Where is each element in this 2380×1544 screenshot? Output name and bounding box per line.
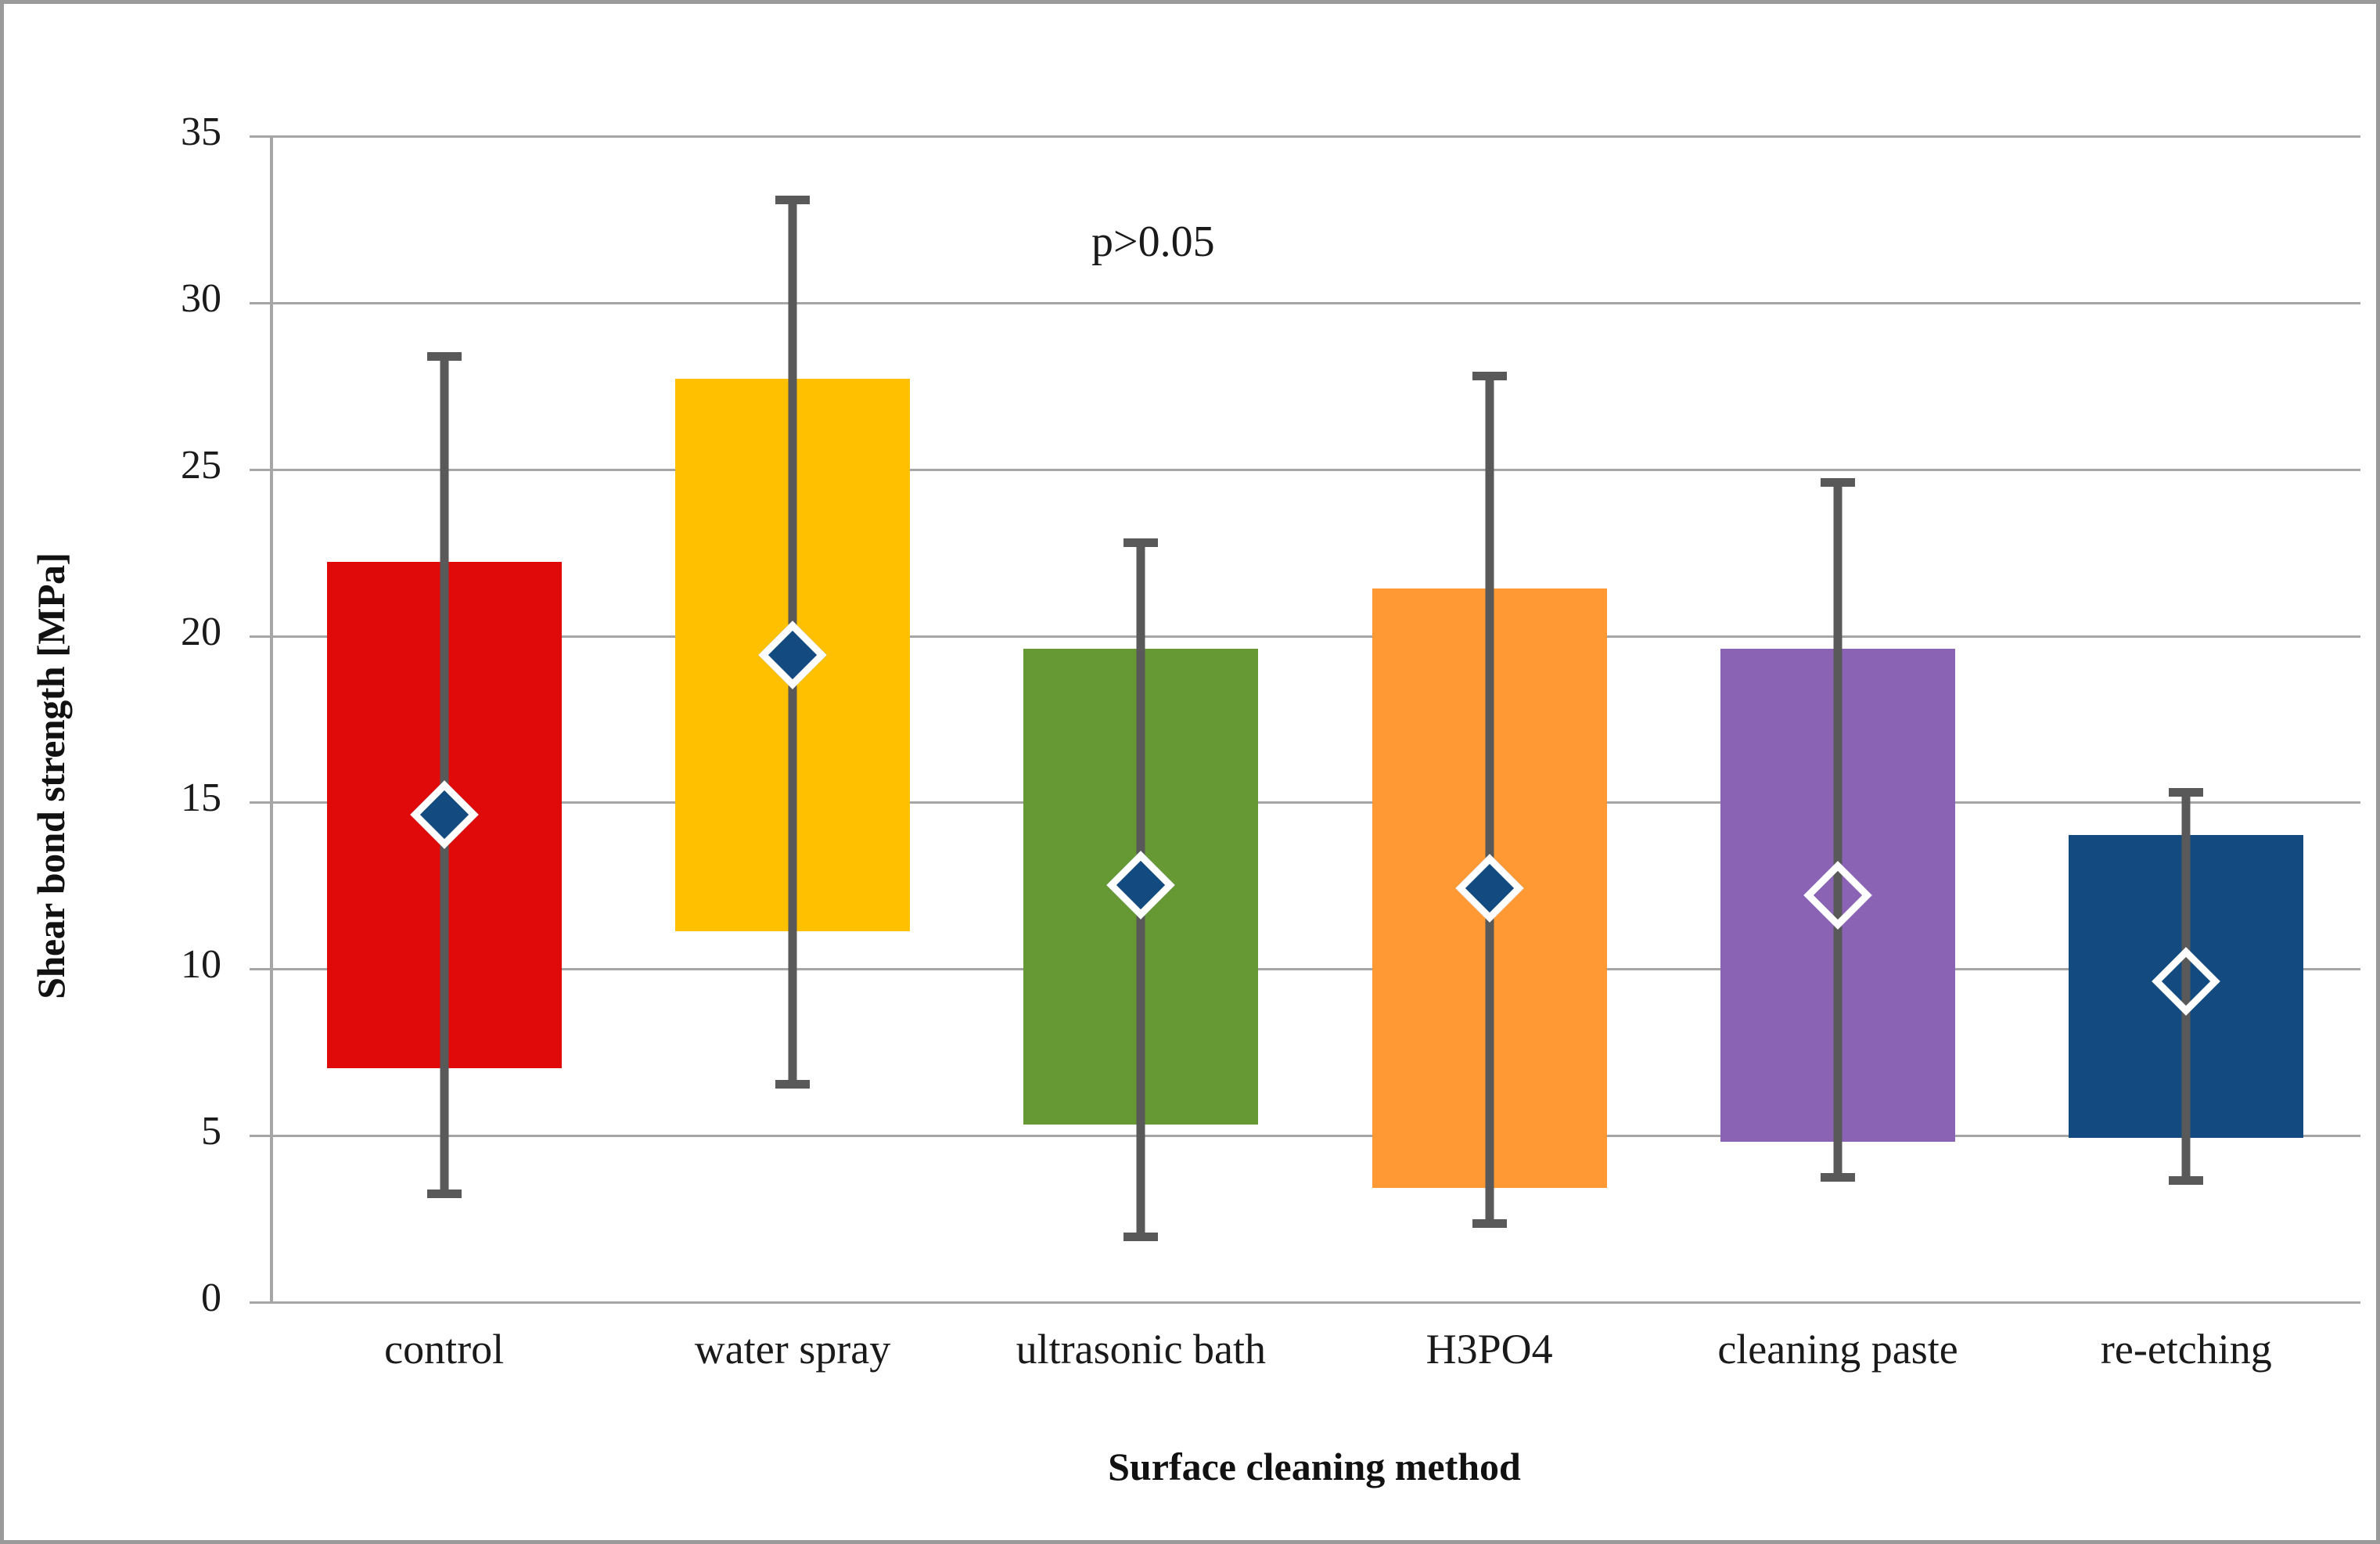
cap-bottom-H3PO4 [1472, 1219, 1507, 1229]
y-tick-label-5: 5 [201, 1109, 221, 1154]
cap-top-control [426, 351, 462, 361]
cap-bottom-cleaning-paste [1821, 1172, 1855, 1182]
plot-area: 0 5 10 15 20 25 30 35 control water spray ultraso… [181, 110, 2360, 1373]
gridline-0 [270, 1301, 2360, 1304]
error-bar-front-cleaning-paste [1833, 478, 1843, 1182]
y-tick-label-25: 25 [181, 442, 221, 488]
y-tick-mark-15 [250, 801, 270, 804]
x-tick-label-control: control [384, 1326, 505, 1373]
y-tick-mark-10 [250, 968, 270, 971]
cap-top-re-etching [2169, 788, 2204, 797]
cap-top-cleaning-paste [1821, 478, 1855, 488]
cap-top-water-spray [775, 195, 810, 204]
x-tick-label-cleaning-paste: cleaning paste [1717, 1326, 1958, 1373]
y-tick-mark-20 [250, 635, 270, 638]
error-bar-front-H3PO4 [1485, 372, 1494, 1229]
x-tick-label-water-spray: water spray [694, 1326, 891, 1373]
error-bar-front-control [440, 351, 449, 1199]
gridline-15 [270, 801, 2360, 804]
gridline-5 [270, 1135, 2360, 1138]
cap-top-H3PO4 [1472, 372, 1507, 381]
gridline-10 [270, 968, 2360, 971]
y-tick-label-20: 20 [181, 609, 221, 654]
cap-top-ultrasonic-bath [1123, 538, 1159, 548]
p-value-annotation: p>0.05 [1091, 218, 1215, 266]
y-tick-mark-0 [250, 1301, 270, 1304]
y-tick-label-30: 30 [181, 275, 221, 321]
cap-bottom-water-spray [775, 1079, 810, 1089]
gridline-30 [270, 301, 2360, 304]
gridline-25 [270, 468, 2360, 471]
x-tick-label-H3PO4: H3PO4 [1425, 1326, 1553, 1373]
cap-bottom-re-etching [2169, 1176, 2204, 1185]
y-tick-mark-25 [250, 468, 270, 471]
y-tick-mark-30 [250, 301, 270, 304]
error-bar-front-re-etching [2181, 788, 2191, 1185]
cap-bottom-control [426, 1189, 462, 1199]
x-axis-title: Surface cleaning method [1108, 1445, 1521, 1488]
gridline-20 [270, 635, 2360, 638]
x-tick-label-ultrasonic-bath: ultrasonic bath [1016, 1326, 1267, 1373]
y-tick-mark-5 [250, 1135, 270, 1138]
y-tick-mark-35 [250, 135, 270, 138]
y-axis-line [270, 135, 273, 1301]
y-tick-label-0: 0 [201, 1276, 221, 1320]
gridline-35 [270, 135, 2360, 138]
y-tick-label-35: 35 [181, 110, 221, 154]
y-tick-label-10: 10 [181, 942, 221, 988]
cap-bottom-ultrasonic-bath [1123, 1233, 1159, 1242]
y-tick-label-15: 15 [181, 776, 221, 821]
x-tick-label-re-etching: re-etching [2100, 1326, 2272, 1373]
